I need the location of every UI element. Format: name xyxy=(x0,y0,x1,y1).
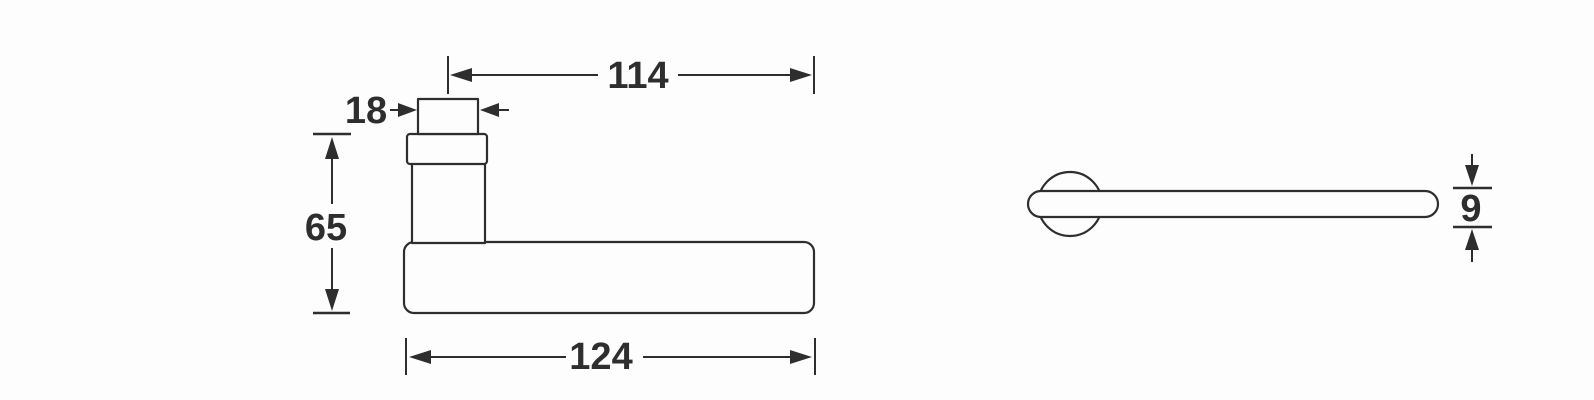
dim-65-arrow-up-icon xyxy=(325,137,339,159)
dimension-124: 124 xyxy=(405,336,816,378)
dim-9-label: 9 xyxy=(1460,188,1481,230)
lever-grip-shape xyxy=(402,240,816,315)
dim-18-arrow-left-icon xyxy=(398,103,417,117)
dim-124-label: 124 xyxy=(569,336,632,378)
dimension-18: 18 xyxy=(345,90,509,132)
dimension-65: 65 xyxy=(305,132,351,315)
dim-9-arrow-up-icon xyxy=(1465,229,1479,250)
dim-114-arrow-left-icon xyxy=(450,68,472,82)
grip-bar-shape xyxy=(1026,189,1440,219)
handle-profile-view: 9 xyxy=(1026,154,1492,262)
dim-114-label: 114 xyxy=(607,55,668,97)
handle-side-view: 114 18 65 124 xyxy=(305,55,816,378)
spindle-cap-shape xyxy=(416,97,480,136)
dim-114-arrow-right-icon xyxy=(790,68,812,82)
dimension-9: 9 xyxy=(1453,154,1492,262)
dim-65-label: 65 xyxy=(305,207,347,249)
dim-124-arrow-left-icon xyxy=(409,350,431,364)
dimension-114: 114 xyxy=(447,55,815,97)
handle-collar-shape xyxy=(405,132,489,166)
dim-9-arrow-down-icon xyxy=(1465,165,1479,186)
dim-18-label: 18 xyxy=(345,90,387,132)
dim-65-arrow-down-icon xyxy=(325,289,339,311)
dim-18-arrow-right-icon xyxy=(480,103,499,117)
dim-124-arrow-right-icon xyxy=(790,350,812,364)
handle-neck-shape xyxy=(410,161,487,245)
